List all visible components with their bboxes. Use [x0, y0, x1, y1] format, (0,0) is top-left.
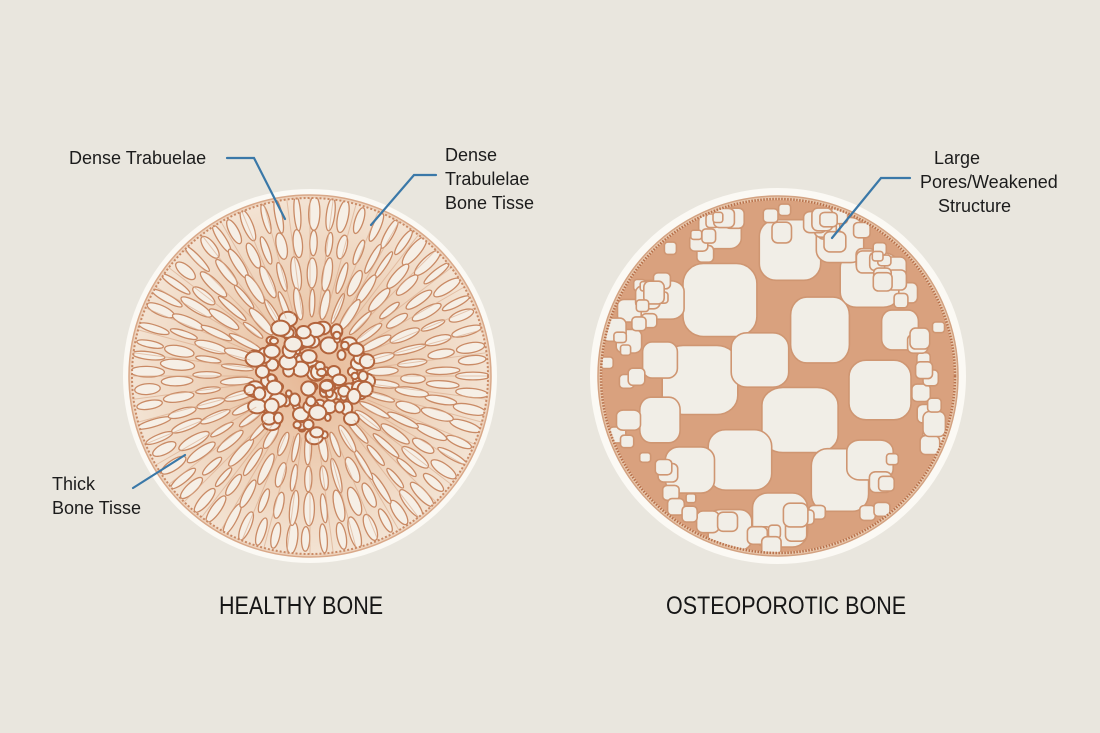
label-thick-bone-tisse: Thick Bone Tisse: [52, 474, 142, 518]
leader-line-dense-trabuelae: [225, 156, 287, 221]
label-large-pores-weakened-structure: Large Pores/Weakened Structure: [920, 148, 1058, 216]
healthy-bone-cross-section: [123, 189, 497, 563]
healthy-bone-title: HEALTHY BONE: [219, 592, 384, 620]
leader-line-large-pores: [830, 176, 912, 240]
leader-line-dense-trabulelae-bone-tisse: [369, 173, 438, 227]
label-dense-trabulelae-bone-tisse: Dense Trabulelae Bone Tisse: [445, 145, 535, 213]
osteoporotic-bone-cross-section: [590, 188, 966, 564]
label-dense-trabuelae: Dense Trabuelae: [69, 148, 207, 168]
osteoporotic-bone-title: OSTEOPOROTIC BONE: [666, 592, 907, 620]
leader-line-thick-bone-tisse: [131, 453, 187, 490]
